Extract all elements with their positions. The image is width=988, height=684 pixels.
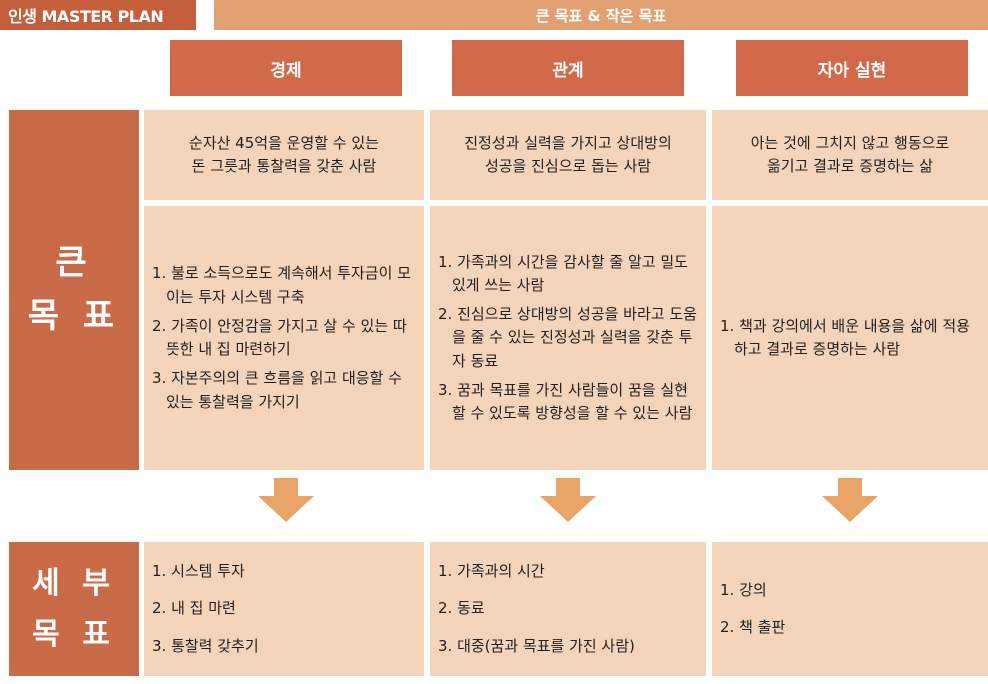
detail-item: 3. 꿈과 목표를 가진 사람들이 꿈을 실현할 수 있도록 방향성을 할 수 … <box>438 380 693 423</box>
side-label-line: 목 표 <box>27 296 121 336</box>
summary-relationship: 진정성과 실력을 가지고 상대방의 성공을 진심으로 돕는 사람 <box>430 110 706 200</box>
detail-goal-item: 3. 대중(꿈과 목표를 가진 사람) <box>438 636 635 655</box>
detail-goal-item: 1. 시스템 투자 <box>152 562 245 581</box>
detail-item: 1. 불로 소득으로도 계속해서 투자금이 모이는 투자 시스템 구축 <box>152 264 411 306</box>
detail-goals-economy: 1. 시스템 투자 2. 내 집 마련 3. 통찰력 갖추기 <box>144 542 424 676</box>
details-economy: 1. 불로 소득으로도 계속해서 투자금이 모이는 투자 시스템 구축 2. 가… <box>144 206 424 470</box>
summary-line: 돈 그릇과 통찰력을 갖춘 사람 <box>191 157 377 175</box>
side-label-line: 세 부 <box>32 566 116 601</box>
arrow-down-icon <box>258 478 314 522</box>
detail-item: 2. 가족이 안정감을 가지고 살 수 있는 따뜻한 내 집 마련하기 <box>152 316 407 358</box>
detail-goal-item: 2. 내 집 마련 <box>152 599 236 618</box>
detail-item: 1. 가족과의 시간을 감사할 줄 알고 밀도 있게 쓰는 사람 <box>438 252 688 294</box>
details-relationship: 1. 가족과의 시간을 감사할 줄 알고 밀도 있게 쓰는 사람 2. 진심으로… <box>430 206 706 470</box>
summary-line: 순자산 45억을 운영할 수 있는 <box>189 133 379 152</box>
summary-self-realization: 아는 것에 그치지 않고 행동으로 옮기고 결과로 증명하는 삶 <box>712 110 988 200</box>
detail-goal-item: 2. 책 출판 <box>720 618 786 636</box>
detail-goal-item: 3. 통찰력 갖추기 <box>152 636 259 655</box>
detail-goals-self-realization: 1. 강의 2. 책 출판 <box>712 542 988 676</box>
summary-economy: 순자산 45억을 운영할 수 있는 돈 그릇과 통찰력을 갖춘 사람 <box>144 110 424 200</box>
side-label-line: 큰 <box>55 243 93 284</box>
detail-goal-item: 1. 강의 <box>720 580 767 599</box>
plan-banner: 큰 목표 & 작은 목표 <box>214 0 988 30</box>
side-label-detail-goal: 세 부 목 표 <box>9 542 139 676</box>
side-label-big-goal: 큰 목 표 <box>9 110 139 470</box>
arrow-down-icon <box>540 478 596 522</box>
detail-goals-relationship: 1. 가족과의 시간 2. 동료 3. 대중(꿈과 목표를 가진 사람) <box>430 542 706 676</box>
detail-item: 1. 책과 강의에서 배운 내용을 삶에 적용하고 결과로 증명하는 사람 <box>720 316 970 358</box>
detail-goal-item: 1. 가족과의 시간 <box>438 562 545 581</box>
summary-line: 진정성과 실력을 가지고 상대방의 <box>464 133 672 152</box>
detail-goal-item: 2. 동료 <box>438 599 485 618</box>
details-self-realization: 1. 책과 강의에서 배운 내용을 삶에 적용하고 결과로 증명하는 사람 <box>712 206 988 470</box>
summary-line: 성공을 진심으로 돕는 사람 <box>484 157 652 175</box>
side-label-line: 목 표 <box>32 617 116 652</box>
arrow-down-icon <box>822 478 878 522</box>
summary-line: 옮기고 결과로 증명하는 삶 <box>766 157 934 175</box>
category-economy: 경제 <box>170 40 402 96</box>
category-relationship: 관계 <box>452 40 684 96</box>
plan-title: 인생 MASTER PLAN <box>0 0 196 30</box>
category-self-realization: 자아 실현 <box>736 40 968 96</box>
detail-item: 2. 진심으로 상대방의 성공을 바라고 도움을 줄 수 있는 진정성과 실력을… <box>438 305 697 370</box>
detail-item: 3. 자본주의의 큰 흐름을 읽고 대응할 수 있는 통찰력을 가지기 <box>152 369 402 411</box>
summary-line: 아는 것에 그치지 않고 행동으로 <box>750 133 950 152</box>
